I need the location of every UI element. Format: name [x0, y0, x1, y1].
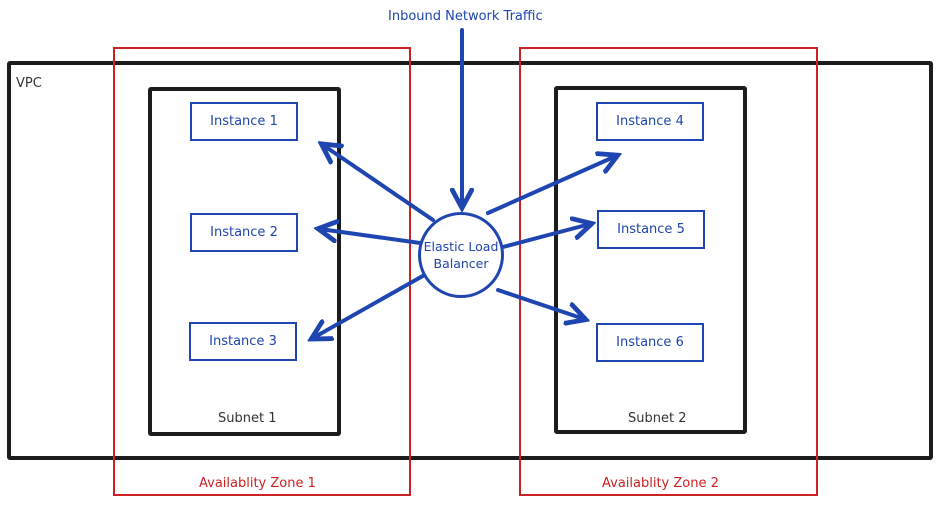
elb-label-line-1: Elastic Load — [423, 239, 499, 254]
subnet-1 — [148, 87, 341, 436]
availability-zone-1 — [113, 47, 411, 496]
instance-2: Instance 2 — [190, 213, 298, 252]
arrow-to-instance-5 — [501, 224, 590, 249]
instance-1: Instance 1 — [190, 102, 298, 141]
arrow-to-instance-6 — [496, 288, 584, 319]
arrow-to-instance-2 — [320, 229, 422, 245]
vpc-container — [7, 61, 933, 460]
subnet-2 — [554, 86, 747, 434]
inbound-traffic-label: Inbound Network Traffic — [388, 9, 543, 24]
arrow-to-instance-4 — [486, 156, 616, 215]
availability-zone-2 — [519, 47, 818, 496]
arrow-to-instance-3 — [313, 271, 430, 338]
instance-6: Instance 6 — [596, 323, 704, 362]
subnet-2-label: Subnet 2 — [628, 411, 687, 426]
instance-4: Instance 4 — [596, 102, 704, 141]
arrow-to-instance-1 — [323, 145, 435, 222]
instance-5: Instance 5 — [597, 210, 705, 249]
availability-zone-2-label: Availablity Zone 2 — [602, 476, 719, 491]
availability-zone-1-label: Availablity Zone 1 — [199, 476, 316, 491]
instance-3: Instance 3 — [189, 322, 297, 361]
elastic-load-balancer: Elastic Load Balancer — [418, 212, 504, 298]
elb-label-line-2: Balancer — [433, 256, 489, 271]
subnet-1-label: Subnet 1 — [218, 411, 277, 426]
vpc-label: VPC — [16, 76, 42, 91]
